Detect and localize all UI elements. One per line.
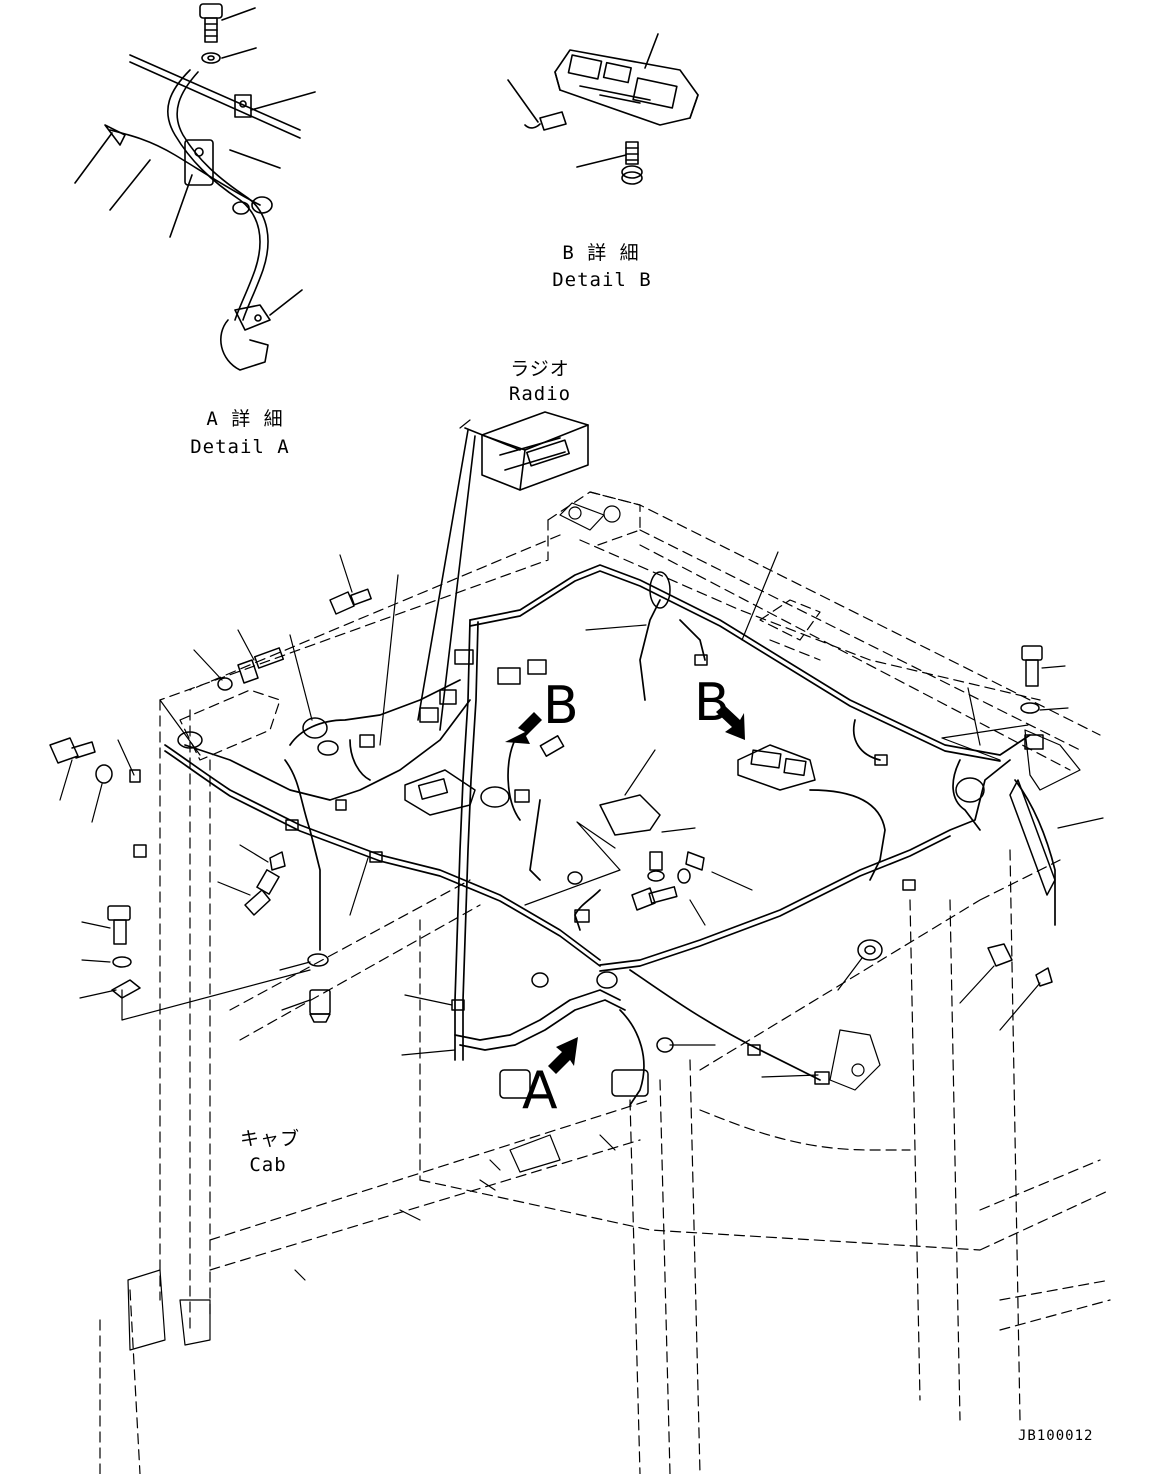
leader-lines (59, 419, 1104, 1078)
detail-a-title-en: Detail A (190, 436, 290, 458)
cab-frame-hidden (99, 491, 1111, 1474)
detail-b-screw (621, 141, 643, 185)
detail-b-title-en: Detail B (552, 269, 652, 291)
detail-a-harness (166, 69, 269, 321)
detail-a-bolt (199, 3, 223, 43)
cab-label-en: Cab (249, 1154, 287, 1176)
arrow-b-right (716, 705, 745, 740)
detail-a-clamp (184, 139, 214, 186)
detail-b-title-jp: B 詳 細 (562, 242, 640, 264)
view-marker-a: A (522, 1061, 558, 1121)
radio-unit (417, 411, 589, 731)
cab-label-jp: キャブ (239, 1128, 300, 1150)
arrow-a (548, 1037, 578, 1074)
view-arrows (505, 705, 745, 1074)
detail-a-leaders (74, 7, 316, 316)
detail-b-leaders (507, 33, 659, 168)
detail-a-title-jp: A 詳 細 (206, 408, 284, 430)
radio-label-jp: ラジオ (510, 358, 570, 380)
view-marker-b-left: B (543, 676, 579, 736)
arrow-b-left (505, 712, 542, 744)
harness-connectors (129, 571, 1056, 1099)
fasteners (49, 588, 1053, 1023)
detail-a-inset (74, 3, 316, 371)
cab-frame-details (127, 502, 1081, 1351)
drawing-code: JB100012 (1018, 1428, 1094, 1444)
view-marker-b-right: B (694, 673, 730, 733)
detail-b-inset (507, 33, 699, 185)
radio-label-en: Radio (508, 383, 572, 405)
detail-a-washer (201, 52, 221, 64)
